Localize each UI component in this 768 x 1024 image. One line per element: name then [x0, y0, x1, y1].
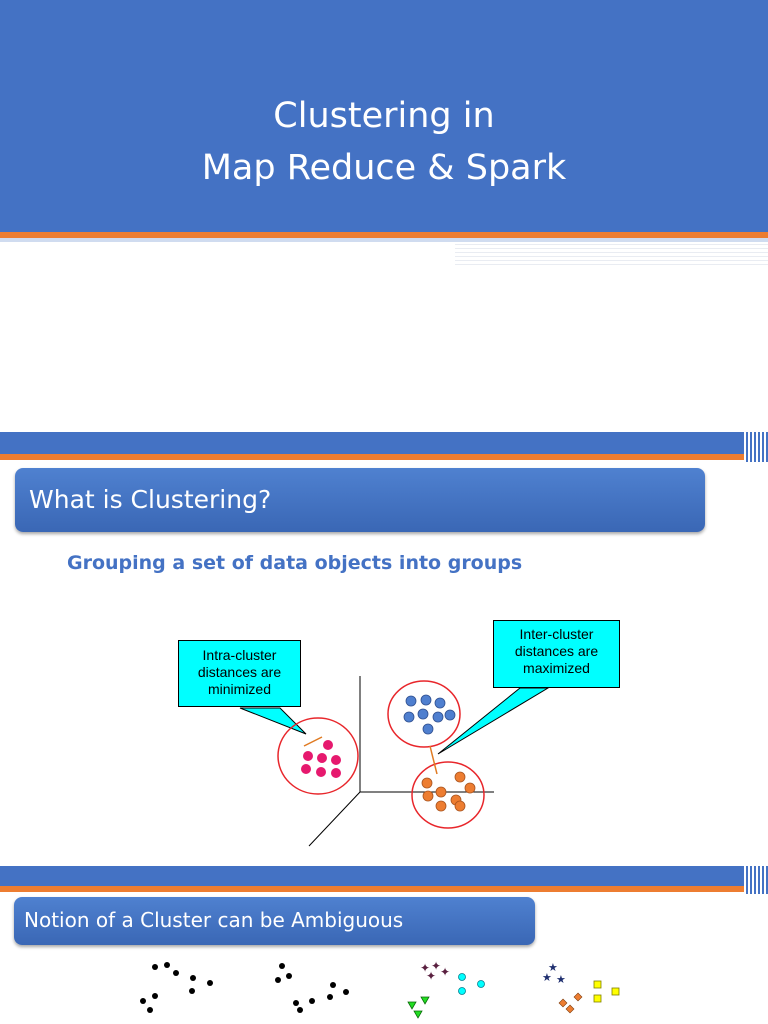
inter-cluster-callout: Inter-cluster distances are maximized — [493, 620, 620, 688]
slide-top-band — [0, 432, 768, 454]
blue-cluster-circle — [387, 680, 461, 748]
decorative-lines — [455, 244, 768, 266]
blue-cluster-points — [403, 694, 456, 735]
svg-text:✦: ✦ — [431, 959, 441, 973]
orange-divider — [0, 886, 768, 892]
svg-text:★: ★ — [542, 971, 552, 984]
orange-divider — [0, 454, 768, 460]
intra-callout-line-1: Intra-cluster — [202, 647, 277, 663]
slide-top-band — [0, 866, 768, 886]
divider-shadow — [0, 238, 768, 242]
svg-text:✦: ✦ — [426, 969, 436, 983]
title-slide-heading: Clustering in Map Reduce & Spark — [0, 90, 768, 194]
svg-text:★: ★ — [556, 973, 566, 986]
example-three-clusters: ✦ ✦ ✦ ✦ — [407, 959, 485, 1019]
example-unclustered-1 — [140, 962, 213, 1013]
title-line-1: Clustering in — [273, 96, 495, 136]
example-unclustered-2 — [275, 963, 349, 1013]
cluster-diagram — [239, 676, 550, 847]
orange-divider — [0, 232, 768, 238]
band-stripe-decoration — [744, 432, 768, 462]
intra-cluster-callout: Intra-cluster distances are minimized — [178, 640, 301, 707]
svg-text:✦: ✦ — [420, 961, 430, 975]
z-axis — [308, 791, 361, 847]
svg-text:★: ★ — [548, 961, 558, 974]
inter-callout-line-3: maximized — [523, 660, 590, 676]
intra-callout-line-3: minimized — [207, 681, 271, 697]
band-stripe-decoration — [744, 866, 768, 894]
slide-title: What is Clustering? — [15, 468, 705, 532]
inter-callout-line-1: Inter-cluster — [519, 626, 594, 642]
subtitle: Grouping a set of data objects into grou… — [67, 552, 523, 574]
pink-cluster-points — [301, 740, 341, 778]
title-slide-band — [0, 0, 768, 232]
intra-callout-line-2: distances are — [197, 664, 282, 680]
title-line-2: Map Reduce & Spark — [201, 148, 567, 188]
svg-text:✦: ✦ — [440, 965, 450, 979]
ambiguous-cluster-examples: ✦ ✦ ✦ ✦ ★ ★ ★ — [140, 959, 620, 1019]
inter-callout-line-2: distances are — [514, 643, 599, 659]
pink-cluster-circle — [277, 717, 359, 795]
orange-cluster-points — [421, 771, 476, 812]
intra-distance-arrow — [303, 736, 323, 747]
slide-title: Notion of a Cluster can be Ambiguous — [14, 897, 535, 945]
orange-cluster-circle — [411, 761, 485, 829]
intra-callout-pointer — [239, 707, 307, 735]
example-four-clusters: ★ ★ ★ — [542, 961, 620, 1014]
inter-callout-pointer — [437, 687, 550, 755]
inter-distance-arrow — [429, 745, 438, 775]
